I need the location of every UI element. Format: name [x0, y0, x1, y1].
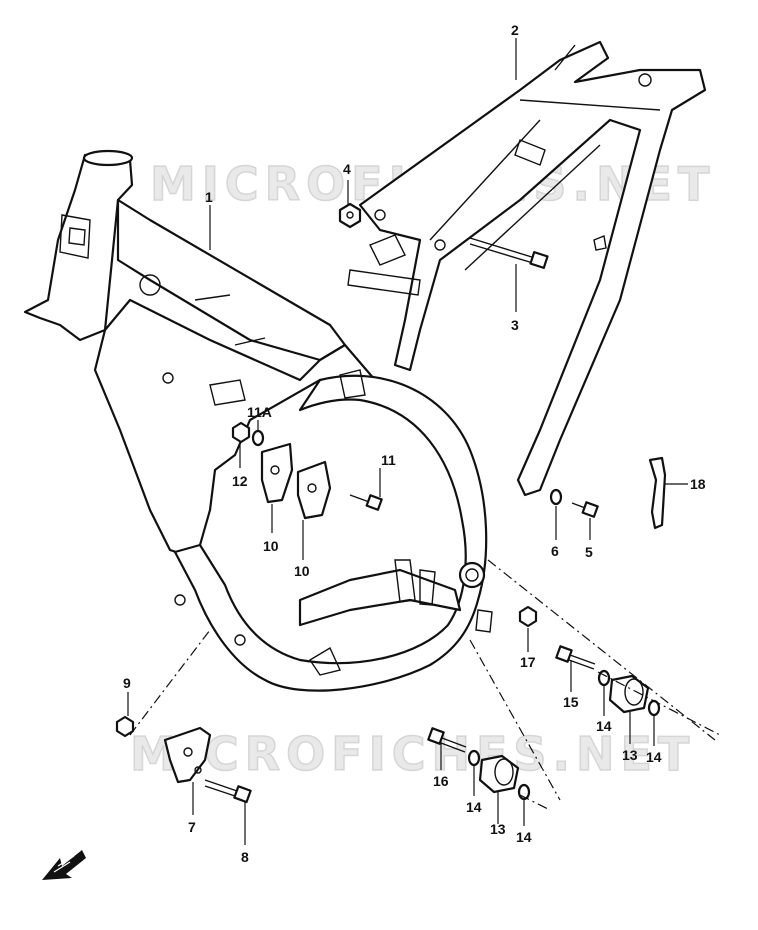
callout-10-left: 10: [263, 538, 279, 554]
bracket-10-left[interactable]: [260, 442, 294, 504]
callout-8: 8: [241, 849, 249, 865]
callout-14-c: 14: [466, 799, 482, 815]
callout-11: 11: [381, 452, 396, 468]
callout-15: 15: [563, 694, 579, 710]
washer-14-c[interactable]: [467, 749, 481, 767]
callout-7: 7: [188, 819, 196, 835]
nut-12[interactable]: [231, 421, 251, 444]
watermark-bottom: MICROFICHES.NET: [130, 727, 695, 781]
washer-6[interactable]: [549, 488, 563, 506]
nut-17[interactable]: [518, 605, 538, 628]
bolt-15[interactable]: [555, 645, 596, 670]
bushing-13-lower[interactable]: [478, 754, 520, 794]
bushing-13-upper[interactable]: [608, 674, 650, 714]
bolt-5[interactable]: [571, 501, 599, 518]
bolt-16[interactable]: [427, 727, 467, 753]
callout-18: 18: [690, 476, 706, 492]
callout-13-lower: 13: [490, 821, 506, 837]
callout-4: 4: [343, 161, 351, 177]
callout-17: 17: [520, 654, 536, 670]
callout-13-upper: 13: [622, 747, 638, 763]
bolt-8[interactable]: [204, 779, 252, 804]
callout-10-right: 10: [294, 563, 310, 579]
callout-3: 3: [511, 317, 519, 333]
nut-4[interactable]: [338, 202, 362, 229]
washer-14-a[interactable]: [597, 669, 611, 687]
rear-subframe[interactable]: [358, 40, 707, 497]
callout-1: 1: [205, 189, 213, 205]
callout-9: 9: [123, 675, 131, 691]
callout-14-d: 14: [516, 829, 532, 845]
bracket-10-right[interactable]: [296, 460, 332, 520]
callout-11a: 11A: [247, 404, 272, 420]
callout-16: 16: [433, 773, 449, 789]
front-direction-arrow-icon: [42, 850, 86, 880]
washer-11a[interactable]: [251, 429, 265, 447]
leader-lines: [127, 38, 688, 845]
clip-18[interactable]: [648, 456, 667, 530]
callout-2: 2: [511, 22, 519, 38]
callout-labels: 1 2 3 4 5 6 7 8 9 10 10 11 11A 12 13 13 …: [123, 22, 706, 865]
callout-5: 5: [585, 544, 593, 560]
callout-14-a: 14: [596, 718, 612, 734]
callout-12: 12: [232, 473, 248, 489]
nut-9[interactable]: [115, 715, 135, 738]
bolt-11[interactable]: [349, 494, 383, 511]
callout-14-b: 14: [646, 749, 662, 765]
bolt-3[interactable]: [469, 237, 549, 269]
callout-6: 6: [551, 543, 559, 559]
assembly-lines: [129, 559, 721, 811]
bracket-7[interactable]: [163, 726, 212, 784]
